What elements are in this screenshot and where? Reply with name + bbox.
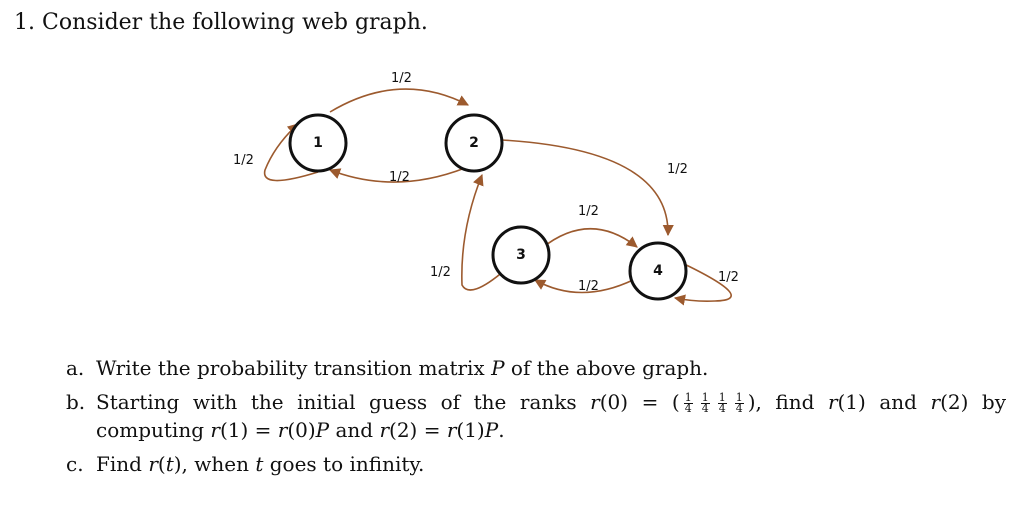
edge-label-3-to-4: 1/2 xyxy=(578,204,599,219)
node-label: 2 xyxy=(469,135,479,151)
edge-1-to-2 xyxy=(329,88,469,113)
edge-label-4-self: 1/2 xyxy=(718,270,739,285)
node-1: 1 xyxy=(288,113,348,173)
part-letter: a. xyxy=(66,356,85,380)
part-c: c. Find r(t), when t goes to infinity. xyxy=(66,450,1006,478)
part-b-line1: Starting with the initial guess of the r… xyxy=(96,390,1007,415)
part-letter: b. xyxy=(66,390,86,414)
part-a: a. Write the probability transition matr… xyxy=(66,354,1006,382)
edge-2-to-1 xyxy=(328,167,466,183)
edge-4-self-loop xyxy=(673,261,732,306)
question-parts: a. Write the probability transition matr… xyxy=(66,354,1006,478)
edge-3-to-2 xyxy=(461,173,506,291)
edge-3-to-4 xyxy=(541,228,638,249)
node-label: 4 xyxy=(653,263,663,279)
part-letter: c. xyxy=(66,452,84,476)
question-number: 1. xyxy=(14,10,35,35)
node-3: 3 xyxy=(491,225,551,285)
node-label: 1 xyxy=(313,135,323,151)
edge-label-3-to-2: 1/2 xyxy=(430,265,451,280)
edge-label-1-self: 1/2 xyxy=(233,153,254,168)
edge-label-1-to-2: 1/2 xyxy=(391,71,412,86)
web-graph: 1 2 3 4 1/2 1/2 1/2 1/2 1/2 1/2 1/2 1/2 xyxy=(233,71,739,306)
question-title: Consider the following web graph. xyxy=(42,10,428,35)
part-c-text: Find r(t), when t goes to infinity. xyxy=(96,452,425,476)
edge-1-self-loop xyxy=(263,123,319,182)
part-b-line2: computing r(1) = r(0)P and r(2) = r(1)P. xyxy=(96,418,505,442)
question-heading: 1. Consider the following web graph. xyxy=(14,10,428,35)
node-2: 2 xyxy=(444,113,504,173)
edge-2-to-4 xyxy=(501,139,674,237)
part-a-text: Write the probability transition matrix … xyxy=(96,356,709,380)
node-label: 3 xyxy=(516,247,526,263)
part-b: b. Starting with the initial guess of th… xyxy=(66,388,1006,444)
edge-label-2-to-1: 1/2 xyxy=(389,170,410,185)
edge-label-2-to-4: 1/2 xyxy=(667,162,688,177)
edge-4-to-3 xyxy=(534,279,634,294)
edge-label-4-to-3: 1/2 xyxy=(578,279,599,294)
node-4: 4 xyxy=(628,241,688,301)
